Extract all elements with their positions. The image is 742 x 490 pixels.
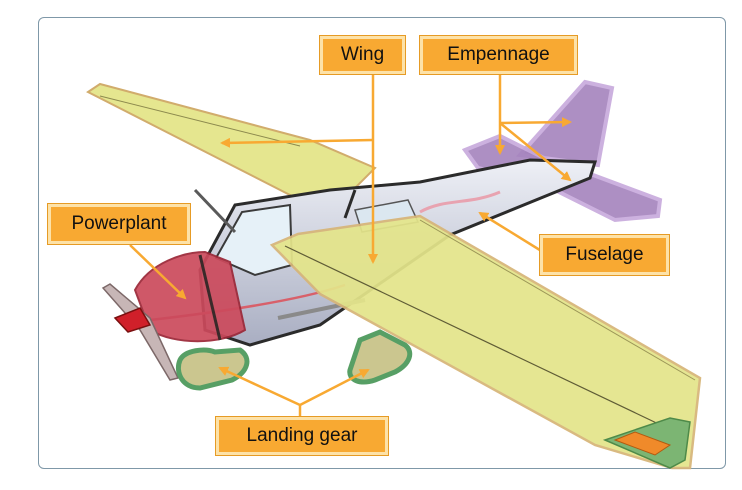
nav-light xyxy=(613,431,672,456)
empennage-arrow-upper xyxy=(499,117,572,128)
gear-arrow-right xyxy=(299,368,370,407)
windshield xyxy=(214,203,294,277)
wing-arrow-left xyxy=(220,137,374,148)
fuselage-label: Fuselage xyxy=(540,235,669,275)
gear-arrow-left xyxy=(218,366,301,407)
fuselage-arrow xyxy=(478,211,544,254)
wing-label: Wing xyxy=(320,36,405,74)
powerplant-label: Powerplant xyxy=(48,204,190,244)
propeller xyxy=(101,283,180,381)
empennage-label: Empennage xyxy=(420,36,577,74)
left-wing xyxy=(86,82,377,207)
spinner xyxy=(113,307,152,333)
landing-gear-label: Landing gear xyxy=(216,417,388,455)
powerplant-arrow xyxy=(129,244,187,300)
left-main-gear xyxy=(175,347,250,391)
empennage-arrow-right xyxy=(499,122,572,182)
engine-cowling xyxy=(133,250,247,343)
